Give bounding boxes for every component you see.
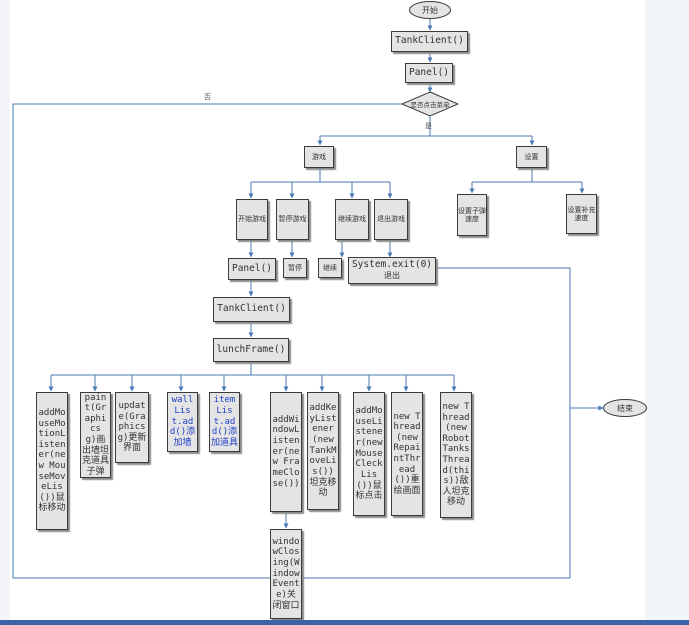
end-terminal: 结束 <box>603 399 647 417</box>
edge-exit-to-end <box>436 267 604 411</box>
add-mouse-listener-node: addMouseListener(new MouseCleckLis())鼠标点… <box>353 392 385 516</box>
set-refill-speed-node: 设置补充速度 <box>566 194 597 234</box>
wall-list-node: wallList.add()添加墙 <box>167 392 198 452</box>
decision-label: 是否点击菜单 <box>410 101 450 109</box>
add-window-listener-node: addWindowListener(new FrameClose()) <box>270 392 302 512</box>
decision-diamond <box>400 91 460 117</box>
settings-node: 设置 <box>516 146 547 168</box>
panel-node: Panel() <box>405 63 453 83</box>
system-exit-node: System.exit(0) 退出 <box>348 257 436 284</box>
robot-thread-node: new Thread(new RobotTanksThread(this))敌人… <box>440 392 472 518</box>
pause-game-node: 暂停游戏 <box>276 199 309 240</box>
update-node: update(Graphics g)更新界面 <box>115 392 149 463</box>
system-exit-code: System.exit(0) <box>351 259 433 271</box>
page-right-margin <box>645 0 689 625</box>
continue-node: 继续 <box>318 258 342 278</box>
window-closing-node: windowClosing(WindowEvente)关闭窗口 <box>270 529 302 619</box>
panel2-node: Panel() <box>228 258 276 280</box>
item-list-node: itemList.add()添加道具 <box>209 392 240 452</box>
paint-node: paint(Graphics g)画出墙坦克道具子弹 <box>80 392 111 478</box>
game-node: 游戏 <box>304 146 334 168</box>
lunchframe-node: lunchFrame() <box>213 338 289 362</box>
exit-game-node: 退出游戏 <box>374 199 408 240</box>
start-game-node: 开始游戏 <box>236 199 268 240</box>
page-left-margin <box>0 0 10 625</box>
pause-node: 暂停 <box>283 258 307 278</box>
edge-label-yes: 是 <box>425 122 432 130</box>
tankclient2-node: TankClient() <box>213 297 290 322</box>
start-terminal: 开始 <box>409 1 451 19</box>
continue-game-node: 继续游戏 <box>335 199 369 240</box>
tankclient-node: TankClient() <box>391 31 468 52</box>
repaint-thread-node: new Thread(new RepaintThread())重绘画面 <box>391 392 423 516</box>
add-mouse-motion-node: addMouseMotionListener(new MouseMoveLis(… <box>36 392 68 530</box>
set-bullet-speed-node: 设置子弹速度 <box>457 194 487 236</box>
system-exit-label: 退出 <box>384 271 400 281</box>
bottom-border-bar <box>0 620 689 625</box>
edge-label-no: 否 <box>204 93 211 101</box>
edge-decision-no <box>12 103 403 578</box>
add-key-listener-node: addKeyListener(new TankMoveLis())坦克移动 <box>307 392 339 510</box>
